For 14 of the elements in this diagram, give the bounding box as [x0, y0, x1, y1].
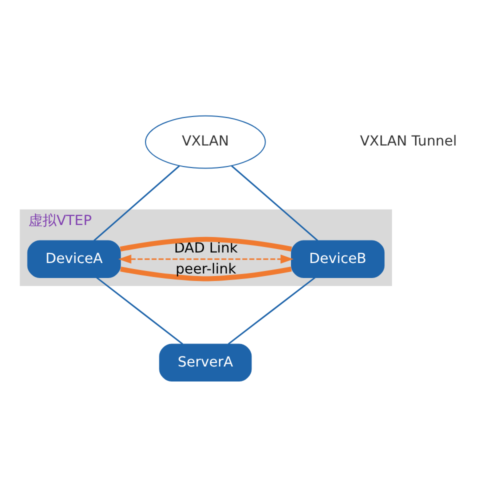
connector — [228, 276, 316, 345]
edge-label: DAD Link — [174, 240, 238, 256]
connector — [120, 266, 292, 282]
node-box: DeviceB — [291, 240, 385, 278]
node-ellipse: VXLAN — [145, 115, 266, 169]
node-box: ServerA — [159, 344, 252, 382]
connector — [96, 276, 184, 345]
connector — [120, 236, 292, 252]
connector — [93, 165, 180, 242]
connector — [231, 165, 318, 242]
edge-label: peer-link — [176, 261, 236, 278]
node-box: DeviceA — [27, 240, 121, 278]
arrow — [118, 254, 294, 264]
label: VXLAN Tunnel — [360, 134, 457, 150]
